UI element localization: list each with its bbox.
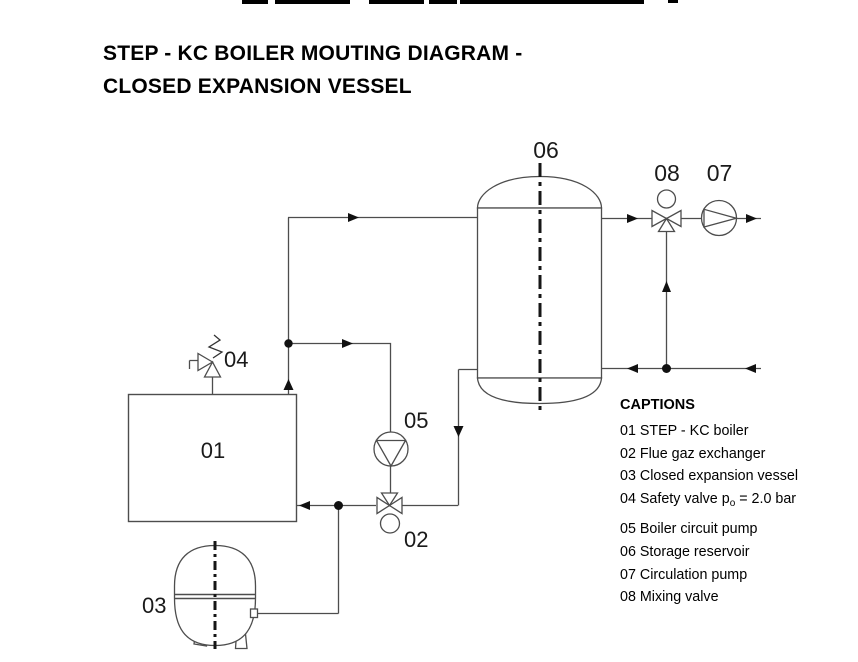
label-expansion-vessel: 03 bbox=[142, 593, 166, 618]
caption-expansion-vessel: 03 Closed expansion vessel bbox=[620, 468, 799, 485]
junction-supply-branch bbox=[284, 339, 293, 348]
caption-boiler: 01 STEP - KC boiler bbox=[620, 423, 749, 439]
safety-valve bbox=[197, 334, 224, 378]
flow-arrows bbox=[283, 213, 757, 510]
caption-storage-reservoir: 06 Storage reservoir bbox=[620, 543, 750, 560]
boiler-circuit-pump bbox=[373, 431, 409, 468]
pump05-impeller-icon bbox=[375, 439, 407, 468]
caption-mixing-valve: 08 Mixing valve bbox=[620, 589, 719, 606]
page-title: STEP - KC BOILER MOUTING DIAGRAM - CLOSE… bbox=[103, 37, 522, 103]
caption-flue-gaz-exchanger: 02 Flue gaz exchanger bbox=[620, 445, 766, 462]
junction-return-riser bbox=[662, 364, 671, 373]
valve02-right-wedge bbox=[388, 496, 403, 515]
pipe-branch-to-pump05 bbox=[288, 342, 392, 432]
arrow-right-circuit-out bbox=[746, 214, 757, 223]
vessel-connection-nipple bbox=[249, 608, 259, 619]
pipe-expansion-vessel bbox=[257, 505, 340, 615]
arrow-left-circuit-return bbox=[745, 364, 756, 373]
arrow-right-branch bbox=[342, 339, 353, 348]
arrow-right-supply bbox=[348, 213, 359, 222]
valve08-left-wedge bbox=[651, 209, 668, 228]
page-title-line2: CLOSED EXPANSION VESSEL bbox=[103, 75, 412, 98]
valve04-vertical-wedge bbox=[203, 360, 222, 378]
label-boiler: 01 bbox=[201, 438, 225, 463]
arrow-up-boiler-outlet bbox=[283, 379, 294, 390]
captions-heading: CAPTIONS bbox=[620, 397, 695, 413]
arrow-up-recirculation bbox=[662, 281, 671, 292]
valve08-right-wedge bbox=[665, 209, 682, 228]
caption-safety-valve-pre: 04 Safety valve p bbox=[620, 490, 730, 507]
label-storage-reservoir: 06 bbox=[533, 137, 559, 163]
valve04-spring-icon bbox=[207, 334, 224, 359]
pump07-impeller-icon bbox=[703, 208, 739, 228]
caption-safety-valve-sub: o bbox=[729, 497, 736, 509]
flue-gaz-exchanger-valve bbox=[376, 492, 403, 534]
label-safety-valve: 04 bbox=[224, 347, 248, 372]
page-title-line1: STEP - KC BOILER MOUTING DIAGRAM - bbox=[103, 42, 523, 65]
mixing-valve bbox=[651, 189, 682, 233]
boiler-body bbox=[127, 393, 298, 523]
reservoir-shell bbox=[476, 207, 603, 379]
caption-boiler-circuit-pump: 05 Boiler circuit pump bbox=[620, 521, 758, 538]
pipe-network bbox=[188, 216, 761, 615]
label-mixing-valve: 08 bbox=[654, 160, 680, 186]
valve02-left-wedge bbox=[376, 496, 391, 515]
storage-reservoir bbox=[476, 175, 603, 405]
label-boiler-circuit-pump: 05 bbox=[404, 408, 428, 433]
caption-circulation-pump: 07 Circulation pump bbox=[620, 566, 748, 583]
arrow-left-boiler-return bbox=[299, 501, 310, 510]
valve02-top-wedge bbox=[380, 492, 399, 507]
valve08-bottom-wedge bbox=[657, 217, 676, 233]
caption-safety-valve: 04 Safety valve po = 2.0 bar bbox=[620, 488, 858, 516]
pipe-tank-to-valve02 bbox=[402, 368, 477, 507]
circulation-pump bbox=[700, 199, 739, 237]
arrow-down-tank-outlet bbox=[453, 426, 464, 437]
pipe-junctions bbox=[284, 339, 671, 510]
label-flue-gaz-exchanger: 02 bbox=[404, 527, 428, 552]
arrow-left-return-tank bbox=[627, 364, 638, 373]
arrow-right-tank-supply bbox=[627, 214, 638, 223]
valve02-actuator bbox=[379, 513, 401, 534]
valve04-horizontal-wedge bbox=[197, 352, 214, 372]
valve08-actuator bbox=[656, 189, 677, 209]
captions-legend: CAPTIONS 01 STEP - KC boiler 02 Flue gaz… bbox=[620, 397, 858, 609]
pipe-safety-valve-vent bbox=[188, 359, 198, 369]
junction-expansion-line bbox=[334, 501, 343, 510]
caption-safety-valve-post: = 2.0 bar bbox=[735, 490, 797, 507]
label-circulation-pump: 07 bbox=[707, 160, 733, 186]
